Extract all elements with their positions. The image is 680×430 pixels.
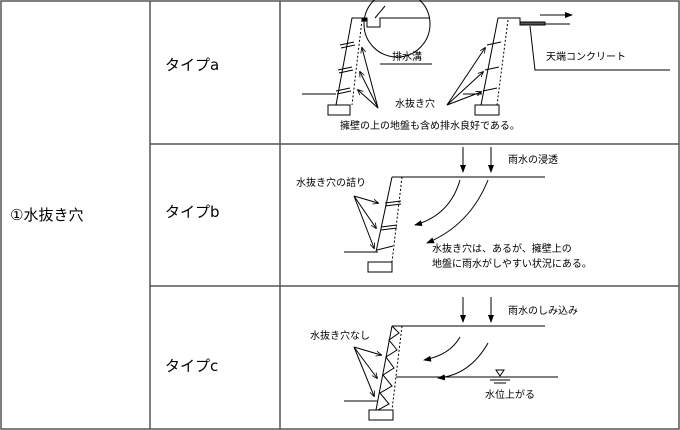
diagram-type-c — [344, 297, 558, 421]
rain-infiltration-label: 雨水の浸透 — [508, 155, 558, 166]
type-a-label: タイプa — [165, 56, 220, 74]
type-b-caption-2: 地盤に雨水がしやすい状況にある。 — [432, 259, 592, 270]
rain-seepage-label: 雨水のしみ込み — [508, 306, 578, 317]
clogged-label: 水抜き穴の詰り — [296, 178, 366, 189]
row-header: ①水抜き穴 — [10, 206, 84, 224]
type-b-caption-1: 水抜き穴は、あるが、擁壁上の — [432, 244, 572, 255]
top-concrete-label: 天端コンクリート — [546, 52, 626, 63]
drain-label: 排水溝 — [392, 52, 422, 63]
no-weep-hole-label: 水抜き穴なし — [310, 331, 370, 342]
type-c-label: タイプc — [165, 357, 219, 375]
type-a-caption: 擁壁の上の地盤も含め排水良好である。 — [340, 121, 520, 132]
diagram-type-a — [302, 0, 670, 116]
weep-hole-label: 水抜き穴 — [395, 99, 435, 110]
type-b-label: タイプb — [165, 203, 220, 221]
diagram-type-b — [344, 147, 545, 273]
water-level-label: 水位上がる — [485, 390, 535, 401]
